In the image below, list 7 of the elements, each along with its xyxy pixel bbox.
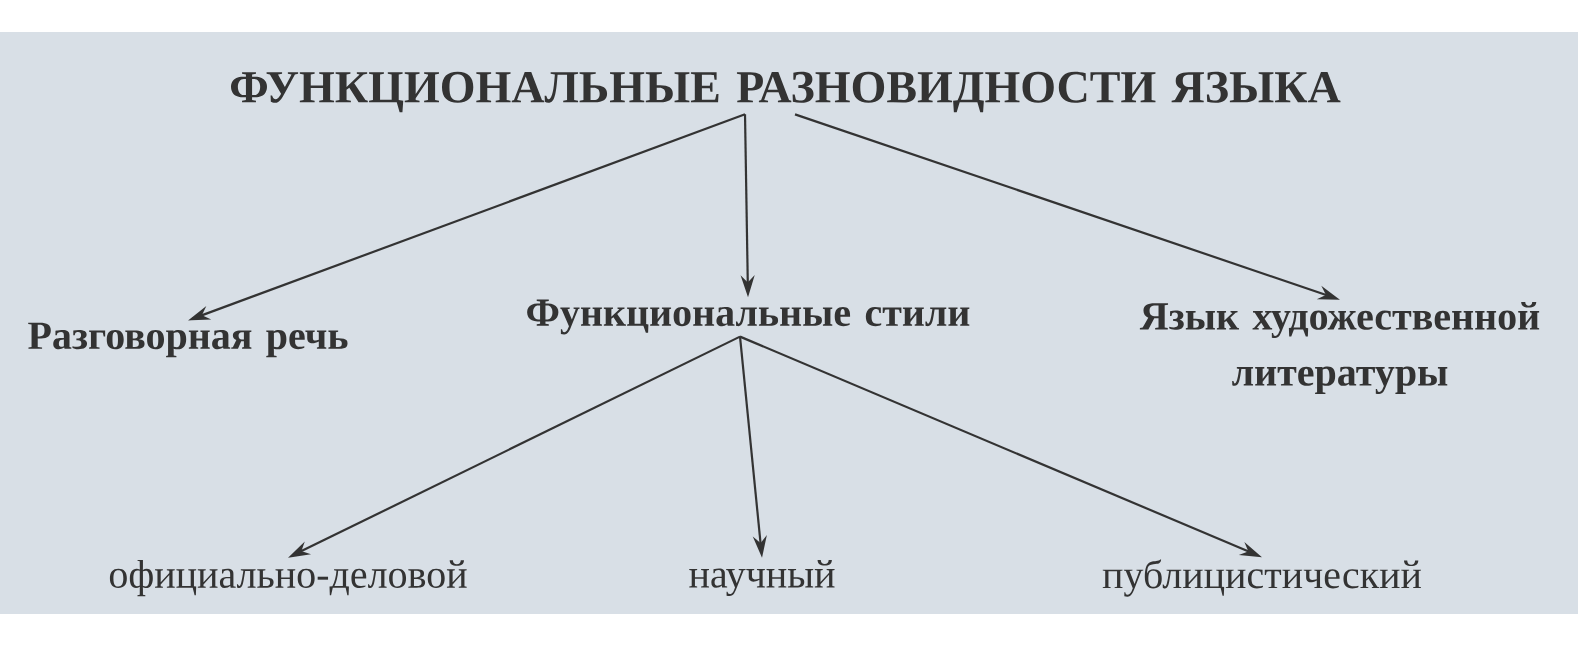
- category-text: Функциональные стили: [527, 299, 970, 335]
- style-text: официально-деловой: [109, 559, 467, 597]
- style-text: научный: [689, 560, 835, 596]
- category-text: Разговорная речь: [28, 322, 348, 358]
- style-text: публицистический: [1102, 559, 1421, 597]
- category-text: Язык художественной литературы: [1139, 301, 1540, 395]
- title-text: ФУНКЦИОНАЛЬНЫЕ РАЗНОВИДНОСТИ ЯЗЫКА: [231, 71, 1341, 113]
